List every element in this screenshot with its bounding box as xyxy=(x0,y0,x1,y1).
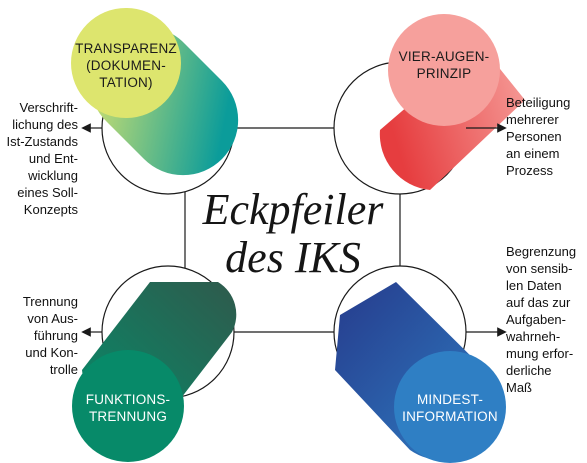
pillar-bottom-left-shape xyxy=(72,282,237,462)
pillar-bottom-right-description: Begrenzung von sensib- len Daten auf das… xyxy=(506,244,577,395)
pillar-top-right-cap xyxy=(388,14,500,126)
pillar-top-left-cap xyxy=(71,8,181,118)
pillar-top-right-description: Beteiligung mehrerer Personen an einem P… xyxy=(506,95,571,178)
pillar-top-right-label: VIER-AUGEN- PRINZIP xyxy=(398,49,490,81)
pillar-bottom-right-shape xyxy=(335,282,506,463)
pillar-top-left-label: TRANSPARENZ (DOKUMEN- TATION) xyxy=(75,41,177,90)
pillar-bottom-left-cap xyxy=(72,350,184,462)
pillar-bottom-right-cap xyxy=(394,351,506,463)
pillar-bottom-left-description: Trennung von Aus- führung und Kon- troll… xyxy=(22,294,78,377)
diagram-title: Eckpfeiler des IKS xyxy=(202,185,384,282)
pillar-bottom-right-label: MINDEST- INFORMATION xyxy=(402,392,498,424)
pillar-top-right-shape xyxy=(379,14,525,190)
description-arrows xyxy=(81,123,507,337)
pillar-top-left-shape xyxy=(71,8,239,176)
pillar-bottom-left-label: FUNKTIONS- TRENNUNG xyxy=(85,392,171,424)
pillar-top-left-description: Verschrift- lichung des Ist-Zustands und… xyxy=(6,100,78,217)
